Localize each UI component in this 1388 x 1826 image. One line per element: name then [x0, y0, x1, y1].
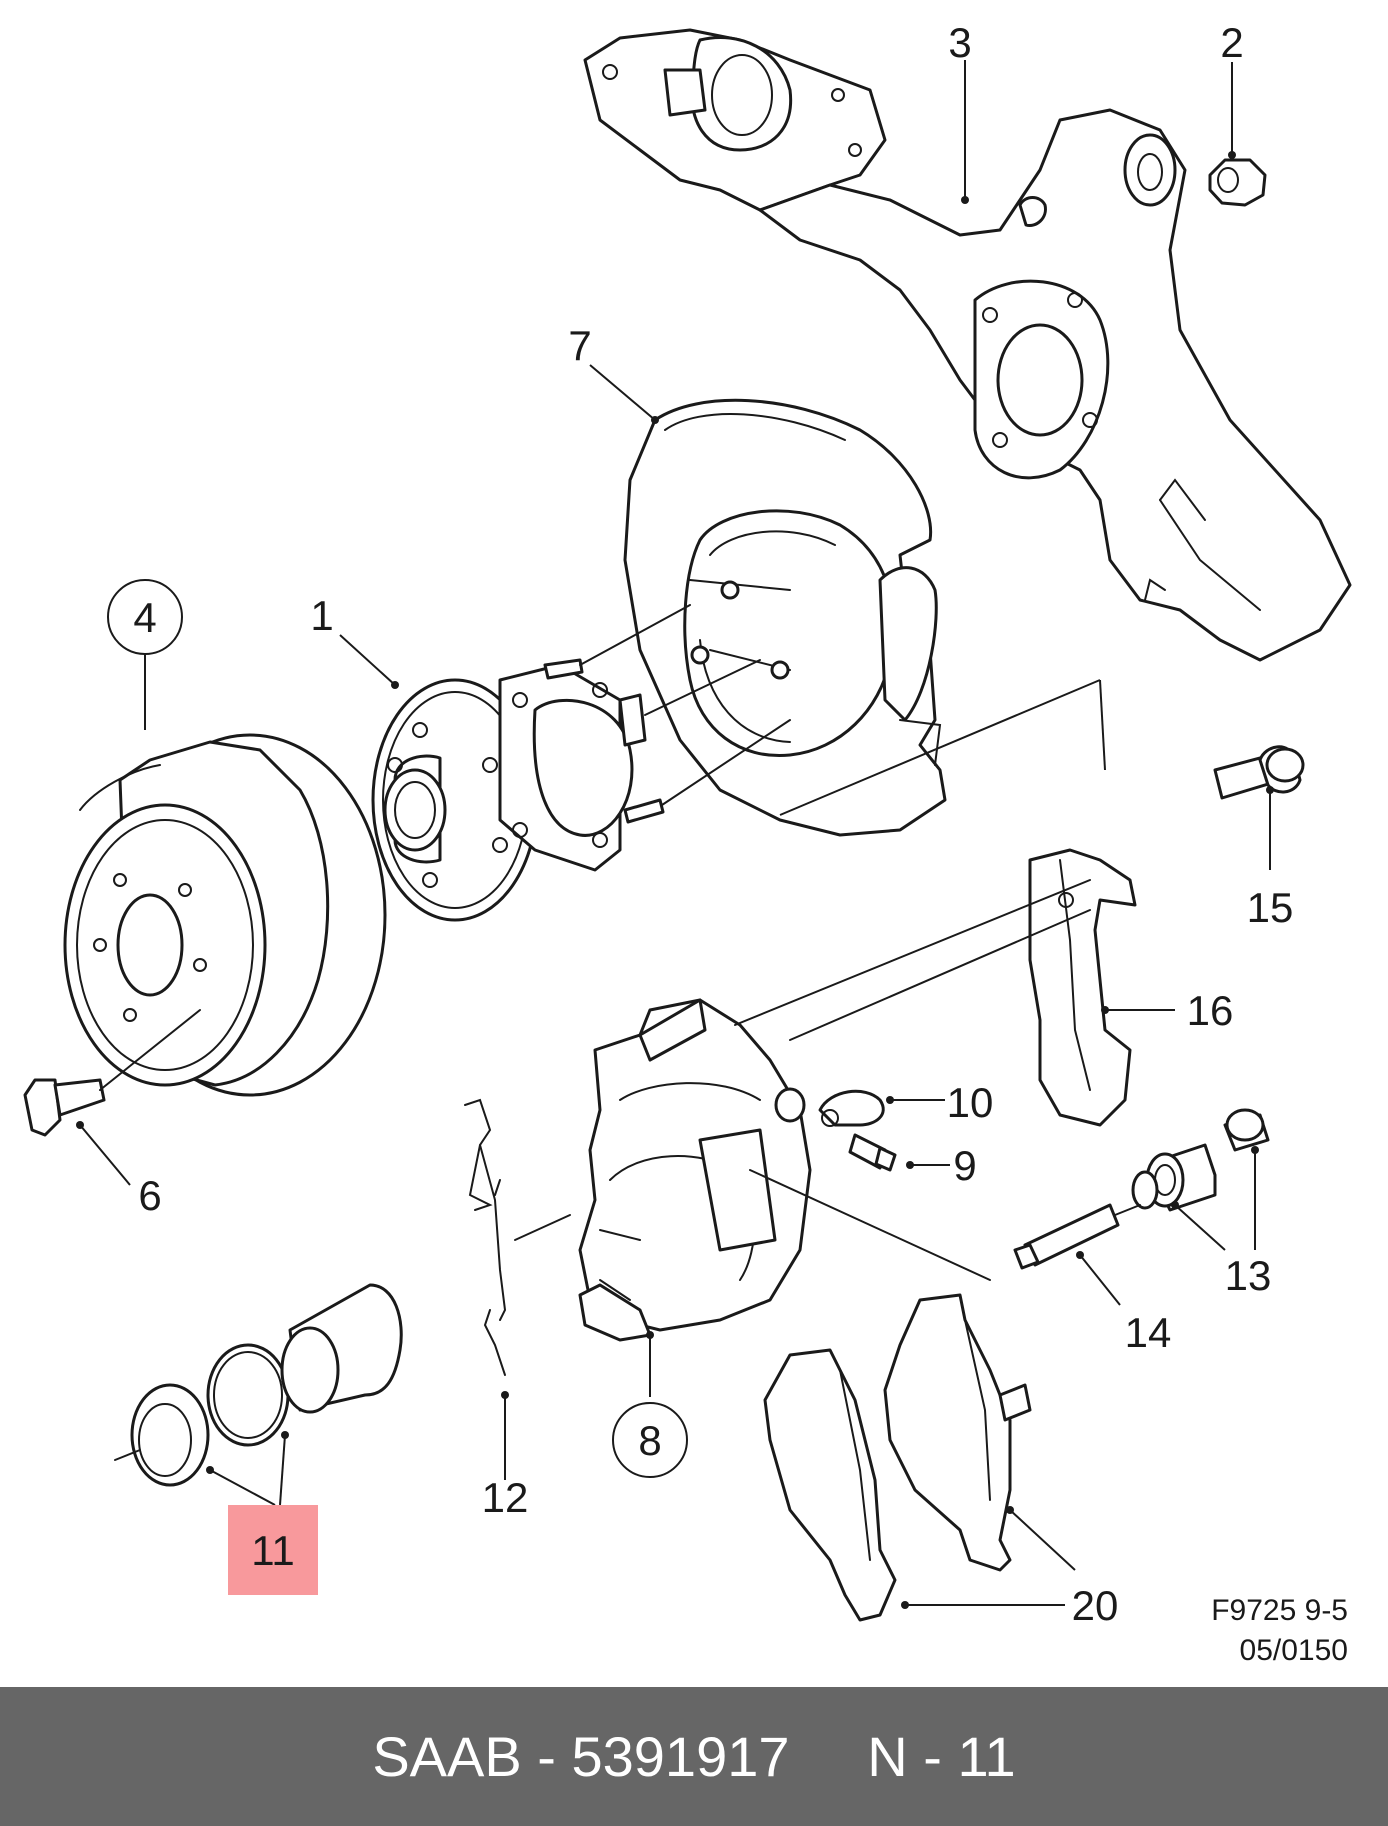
- callout-7: 7: [568, 322, 591, 369]
- part-11-seal-kit: [114, 1283, 403, 1487]
- callout-4-circle: [107, 579, 183, 655]
- callout-12: 12: [482, 1474, 529, 1521]
- callout-1: 1: [310, 592, 333, 639]
- part-7-backing-plate: [623, 398, 947, 837]
- part-4-brake-disc: [63, 733, 387, 1097]
- part-number-footer: SAAB - 5391917 N - 11: [0, 1687, 1388, 1826]
- callout-11: 11: [251, 1527, 295, 1574]
- part-8-caliper: [578, 879, 1091, 1342]
- callout-15: 15: [1247, 884, 1294, 931]
- callout-9: 9: [953, 1142, 976, 1189]
- callout-13: 13: [1225, 1252, 1272, 1299]
- part-14-guide-pin: [1013, 1203, 1141, 1270]
- footer-part-label: SAAB - 5391917 N - 11: [372, 1725, 1016, 1788]
- callout-8-circle: [612, 1402, 688, 1478]
- part-20-brake-pads: [763, 1293, 1032, 1622]
- exploded-parts-diagram: 1 2 3 4 6 7 8 9 10 11 12 13 14 15 16 20 …: [23, 19, 1352, 1667]
- callout-6: 6: [138, 1172, 161, 1219]
- callout-8: 8: [638, 1417, 661, 1464]
- reference-code-line1: F9725 9-5: [1211, 1594, 1348, 1627]
- part-15-bolt: [1213, 745, 1305, 800]
- part-12-retaining-spring: [464, 1098, 571, 1376]
- reference-code-line2: 05/0150: [1240, 1634, 1348, 1667]
- part-16-guide-spring: [1028, 848, 1137, 1127]
- callout-3: 3: [948, 19, 971, 66]
- part-1-wheel-hub: [371, 604, 791, 922]
- part-10-cap: [818, 1089, 885, 1127]
- callout-10: 10: [947, 1079, 994, 1126]
- part-9-bleed-screw: [848, 1133, 897, 1172]
- callout-14: 14: [1125, 1309, 1172, 1356]
- callout-16: 16: [1187, 987, 1234, 1034]
- callout-11-highlight: [228, 1505, 318, 1595]
- part-3-steering-knuckle: [583, 28, 1352, 662]
- callout-20: 20: [1072, 1582, 1119, 1629]
- callout-2: 2: [1220, 19, 1243, 66]
- leader-lines: [76, 60, 1274, 1609]
- part-2-nut: [1208, 158, 1267, 207]
- callout-4: 4: [133, 594, 156, 641]
- part-13-guide-bushing: [1131, 1108, 1270, 1212]
- part-6-disc-screw: [23, 1009, 201, 1137]
